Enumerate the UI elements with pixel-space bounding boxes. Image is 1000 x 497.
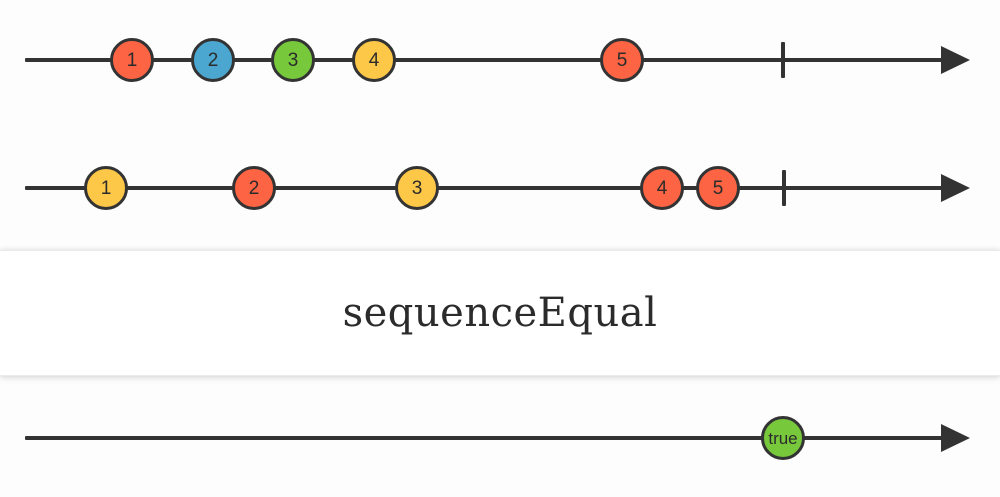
- marble-label: 5: [616, 49, 628, 71]
- marble-label: 3: [411, 177, 423, 199]
- timeline-source-1: 1 2 3 4 5: [0, 10, 1000, 110]
- marble-label: 2: [207, 49, 219, 71]
- marble-source2-4[interactable]: 4: [640, 166, 684, 210]
- marble-source2-3[interactable]: 3: [395, 166, 439, 210]
- timeline-result: true: [0, 388, 1000, 488]
- operator-name-label: sequenceEqual: [342, 290, 658, 336]
- marble-label: 5: [712, 177, 724, 199]
- timeline-axis-line: [25, 186, 945, 190]
- marble-label: 1: [126, 49, 138, 71]
- marble-label: 4: [656, 177, 668, 199]
- timeline-arrow-icon: [941, 174, 970, 202]
- marble-source2-1[interactable]: 1: [84, 166, 128, 210]
- timeline-arrow-icon: [941, 46, 970, 74]
- completion-tick-source-2: [782, 170, 786, 206]
- marble-source2-2[interactable]: 2: [232, 166, 276, 210]
- timeline-axis-line: [25, 58, 945, 62]
- marble-source1-2[interactable]: 2: [191, 38, 235, 82]
- timeline-axis-line: [25, 436, 945, 440]
- marble-label: 1: [100, 177, 112, 199]
- marble-label: 3: [287, 49, 299, 71]
- completion-tick-source-1: [781, 42, 785, 78]
- marble-source1-5[interactable]: 5: [600, 38, 644, 82]
- marble-result-true[interactable]: true: [761, 416, 805, 460]
- marble-source2-5[interactable]: 5: [696, 166, 740, 210]
- marble-source1-3[interactable]: 3: [271, 38, 315, 82]
- timeline-source-2: 1 2 3 4 5: [0, 138, 1000, 238]
- marble-label: 4: [368, 49, 380, 71]
- marble-source1-4[interactable]: 4: [352, 38, 396, 82]
- timeline-arrow-icon: [941, 424, 970, 452]
- operator-box: sequenceEqual: [0, 250, 1000, 376]
- marble-label: 2: [248, 177, 260, 199]
- marble-source1-1[interactable]: 1: [110, 38, 154, 82]
- marble-label: true: [768, 428, 798, 448]
